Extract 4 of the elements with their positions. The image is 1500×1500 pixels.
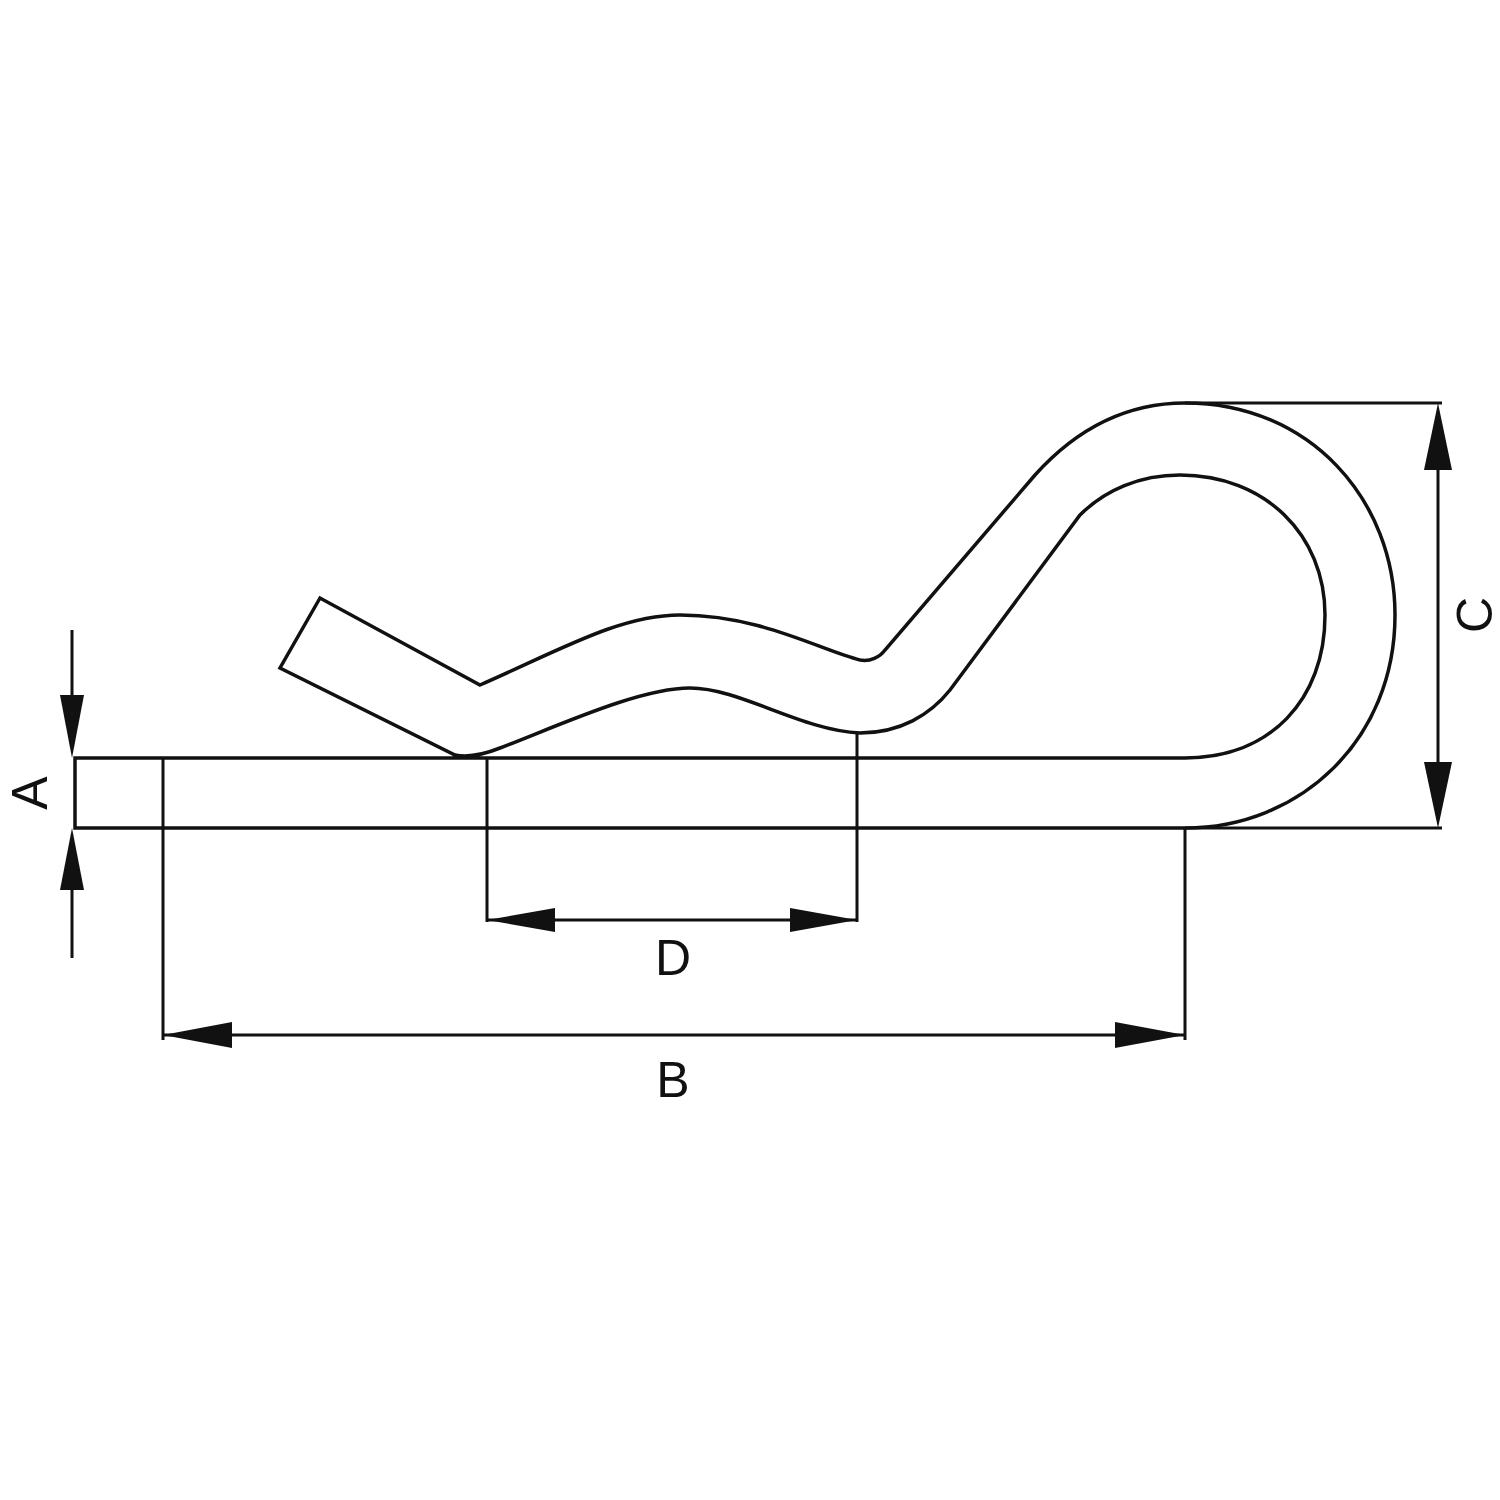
dimension-label: D — [654, 933, 692, 983]
dimension-label: B — [656, 1055, 690, 1105]
dimension-label: A — [5, 776, 55, 810]
dimension-label: C — [1450, 596, 1500, 634]
